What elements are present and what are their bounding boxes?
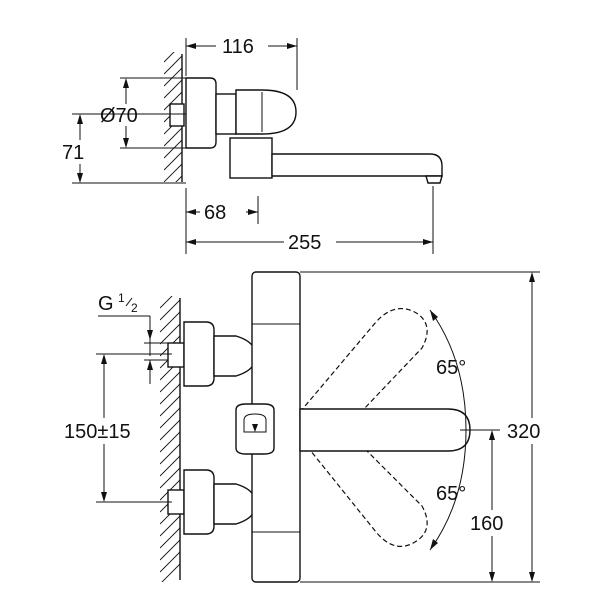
angle-arc-lower [429, 429, 467, 551]
eccentric-lower [213, 483, 257, 525]
rosette-upper [183, 321, 215, 387]
dim-150-label: 150±15 [64, 421, 131, 443]
dim-71: 71 [62, 113, 186, 184]
dim-thread: G 1 2 [98, 291, 168, 384]
front-view: 65° 65° G 1 2 150±15 [60, 271, 554, 583]
spout-top [271, 153, 443, 177]
indicator-mark [252, 424, 258, 432]
dim-255: 255 [186, 186, 434, 254]
spout-outlet-top [425, 175, 443, 184]
angle-upper-label: 65° [436, 357, 466, 379]
rosette-lower [183, 469, 215, 535]
mixer-body-top [215, 93, 237, 135]
spout-base-top [229, 137, 273, 179]
wall-hatching-front [160, 296, 180, 582]
spout-front [299, 408, 471, 452]
spout-swing-lower-outline [301, 425, 428, 547]
dim-116-label: 116 [222, 36, 254, 58]
eccentric-upper [213, 335, 257, 377]
dim-71-label: 71 [62, 142, 84, 164]
dim-diameter-70: Ø70 [98, 77, 186, 149]
connection-stub-top [169, 103, 185, 127]
top-view: 116 Ø70 71 [62, 36, 443, 254]
dim-320-label: 320 [507, 421, 540, 443]
spout-swing-upper-outline [299, 307, 428, 433]
dim-116: 116 [185, 36, 298, 90]
thread-numerator: 1 [118, 291, 125, 305]
thread-letter: G [98, 293, 114, 315]
angle-arc-upper [429, 309, 467, 431]
dim-320: 320 [300, 271, 554, 583]
angle-lower-label: 65° [436, 483, 466, 505]
dim-160: 160 [460, 429, 514, 582]
thermostat-knob-top [235, 89, 297, 135]
dim-68-label: 68 [204, 202, 226, 224]
dim-diameter-label: Ø70 [100, 105, 138, 127]
dim-150: 150±15 [60, 353, 172, 503]
connection-upper [167, 342, 185, 368]
dim-255-label: 255 [288, 232, 321, 254]
thread-denominator: 2 [131, 301, 138, 315]
dim-68: 68 [185, 188, 259, 254]
wall-rosette-top [185, 77, 217, 149]
dim-160-label: 160 [470, 513, 503, 535]
